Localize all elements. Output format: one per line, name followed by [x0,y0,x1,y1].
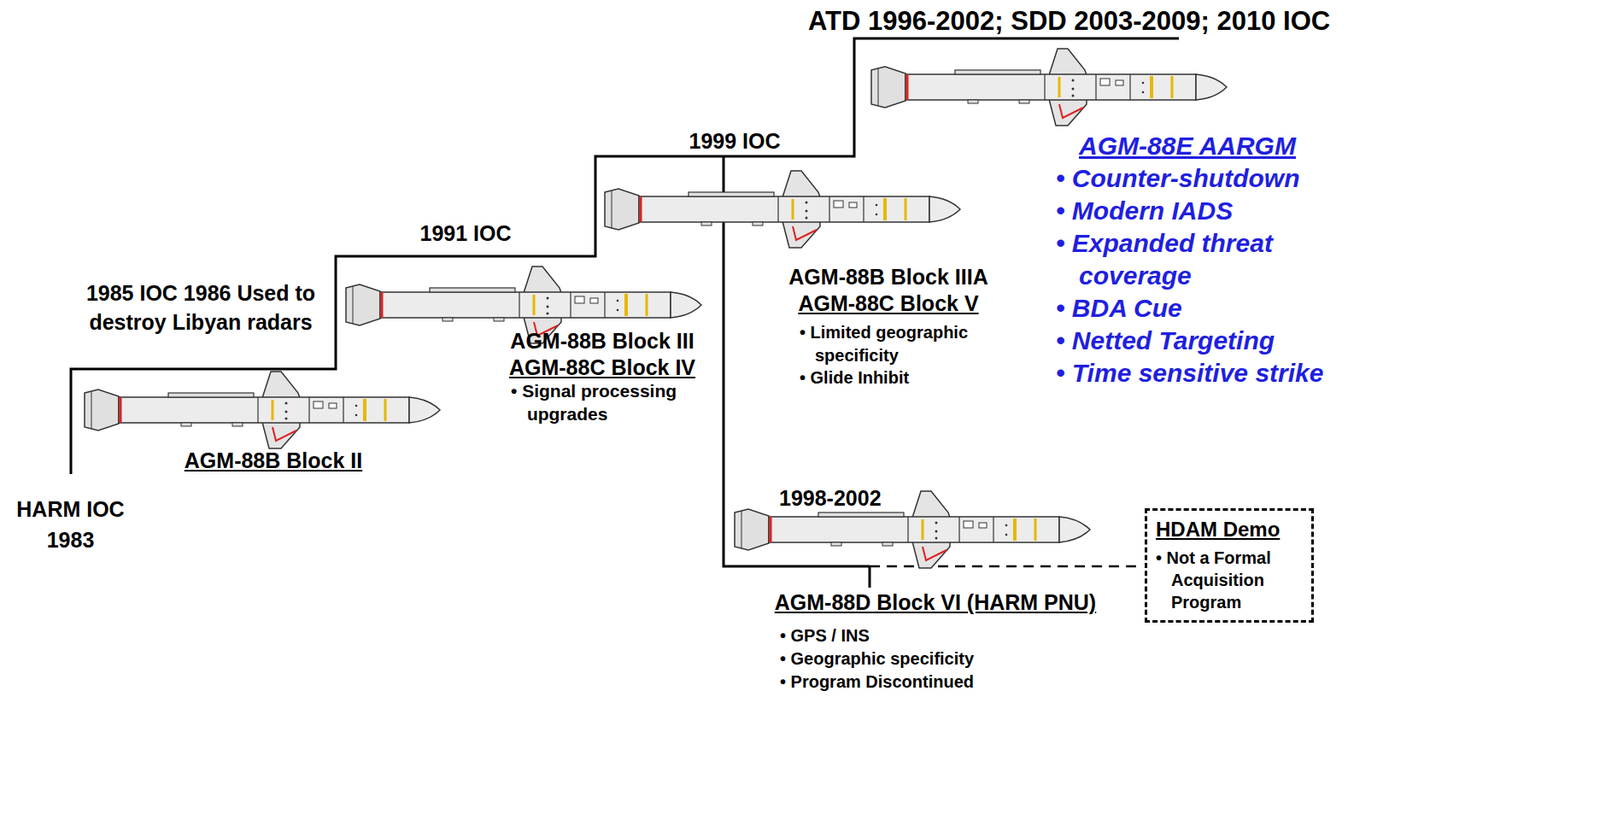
timeline-label: AGM-88B Block IIIA [764,263,1013,291]
bullet-note: • Geographic specificity [779,648,1078,670]
bullet-note: • Expanded threat coverage [1055,227,1361,292]
timeline-label: ATD 1996-2002; SDD 2003-2009; 2010 IOC [808,5,1595,39]
timeline-label: 1998-2002 [779,485,908,512]
dashed-note-box: HDAM Demo • Not a Formal Acquisition Prog… [1144,508,1314,623]
timeline-label: 1991 IOC [401,220,530,247]
timeline-label: AGM-88B Block III [486,328,718,355]
variant-name: AGM-88E AARGM [1059,129,1316,163]
bullet-note: • Glide Inhibit [799,367,1029,389]
box-heading: HDAM Demo [1155,517,1303,542]
timeline-label: HARM IOC 1983 [0,493,141,557]
timeline-label: 1985 IOC 1986 Used to destroy Libyan rad… [72,278,329,337]
bullet-note: • Program Discontinued [779,671,1078,693]
bullet-note: • BDA Cue [1055,292,1600,325]
variant-name: AGM-88B Block II [162,447,385,475]
variant-name: AGM-88C Block IV [486,354,718,381]
variant-name: AGM-88C Block V [764,290,1013,317]
bullet-note: • Time sensitive strike [1055,357,1600,390]
bullet-note: • Counter-shutdown [1055,162,1600,195]
bullet-note: • GPS / INS [779,625,1078,647]
box-note: • Not a Formal Acquisition Program [1155,546,1303,614]
bullet-note: • Netted Targeting [1055,324,1600,358]
bullet-note: • Signal processing upgrades [510,379,724,427]
variant-name: AGM-88D Block VI (HARM PNU) [751,589,1120,616]
bullet-note: • Limited geographic specificity [799,321,1029,368]
timeline-label: 1999 IOC [674,128,795,155]
bullet-note: • Modern IADS [1055,194,1600,228]
